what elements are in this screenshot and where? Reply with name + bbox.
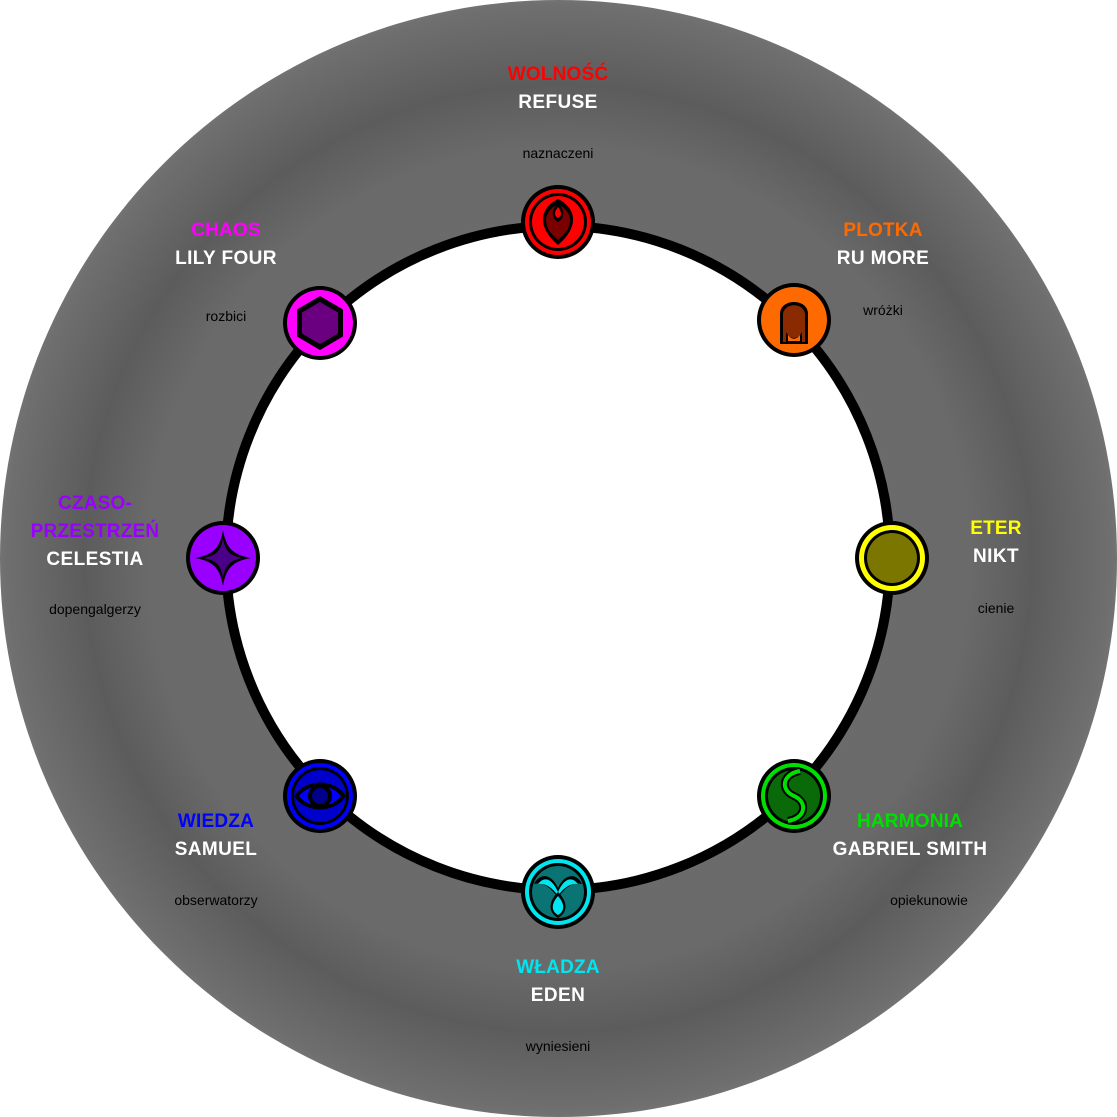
domain-name: CHAOS	[191, 220, 261, 241]
group-name: wróżki	[863, 302, 903, 318]
czasoprzestrzen-node	[183, 518, 263, 598]
domain-name-line1: CZASO-	[57, 493, 133, 514]
domain-name-line2: PRZESTRZEŃ	[30, 521, 160, 542]
domain-name: HARMONIA	[856, 811, 964, 832]
deity-name: RU MORE	[836, 248, 930, 269]
wladza-label: WŁADZA EDEN	[458, 954, 658, 1010]
plotka-label: PLOTKA RU MORE	[783, 217, 983, 273]
deity-name: LILY FOUR	[175, 248, 277, 269]
deity-name: EDEN	[530, 985, 586, 1006]
eter-label: ETER NIKT	[916, 515, 1076, 571]
group-name: opiekunowie	[890, 892, 968, 908]
deity-name: REFUSE	[518, 92, 598, 113]
plotka-node	[754, 280, 834, 360]
wiedza-label: WIEDZA SAMUEL	[116, 808, 316, 864]
eter-node	[852, 518, 932, 598]
eye-icon	[283, 759, 357, 833]
deity-name: NIKT	[973, 546, 1019, 567]
wolnosc-node	[518, 182, 598, 262]
czasoprzestrzen-label: CZASO- PRZESTRZEŃ CELESTIA	[10, 490, 180, 574]
chaos-node	[280, 283, 360, 363]
group-name: wyniesieni	[525, 1038, 591, 1054]
four-point-star-icon	[186, 521, 260, 595]
domain-name: WOLNOŚĆ	[507, 64, 609, 85]
deity-name: GABRIEL SMITH	[832, 839, 988, 860]
group-name: obserwatorzy	[174, 892, 258, 908]
domain-name: WŁADZA	[516, 957, 600, 978]
domain-name: WIEDZA	[177, 811, 255, 832]
deity-name: SAMUEL	[174, 839, 258, 860]
harmonia-node	[754, 756, 834, 836]
domain-name: PLOTKA	[843, 220, 923, 241]
wiedza-node	[280, 756, 360, 836]
hood-icon	[757, 283, 831, 357]
deity-name: CELESTIA	[46, 549, 144, 570]
group-name: naznaczeni	[522, 145, 594, 161]
chaos-label: CHAOS LILY FOUR	[126, 217, 326, 273]
hexagon-icon	[283, 286, 357, 360]
group-name: cienie	[977, 600, 1015, 616]
group-name: rozbici	[205, 308, 247, 324]
wolnosc-label: WOLNOŚĆ REFUSE	[458, 61, 658, 117]
wladza-node	[518, 852, 598, 932]
flame-heart-icon	[521, 185, 595, 259]
crown-icon	[521, 855, 595, 929]
harmonia-label: HARMONIA GABRIEL SMITH	[810, 808, 1010, 864]
group-name: dopengalgerzy	[49, 601, 141, 617]
wave-icon	[757, 759, 831, 833]
domain-name: ETER	[970, 518, 1022, 539]
circle-icon	[855, 521, 929, 595]
